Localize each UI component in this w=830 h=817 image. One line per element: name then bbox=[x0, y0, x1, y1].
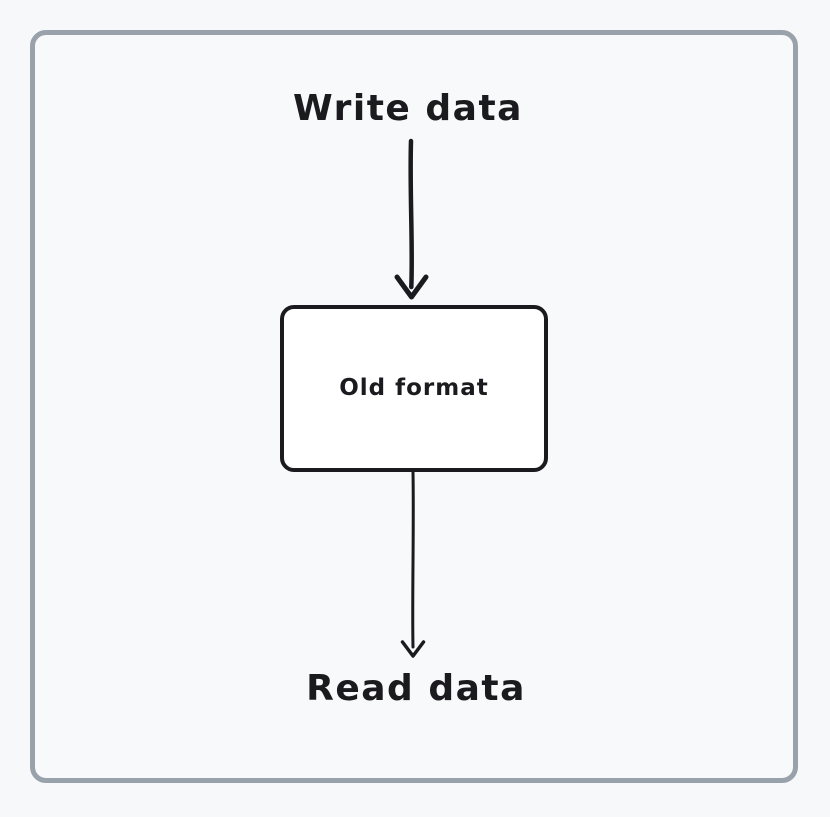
read-data-label: Read data bbox=[306, 668, 526, 709]
old-format-node-label: Old format bbox=[339, 375, 489, 401]
write-data-label: Write data bbox=[293, 88, 523, 129]
old-format-node: Old format bbox=[280, 305, 548, 472]
